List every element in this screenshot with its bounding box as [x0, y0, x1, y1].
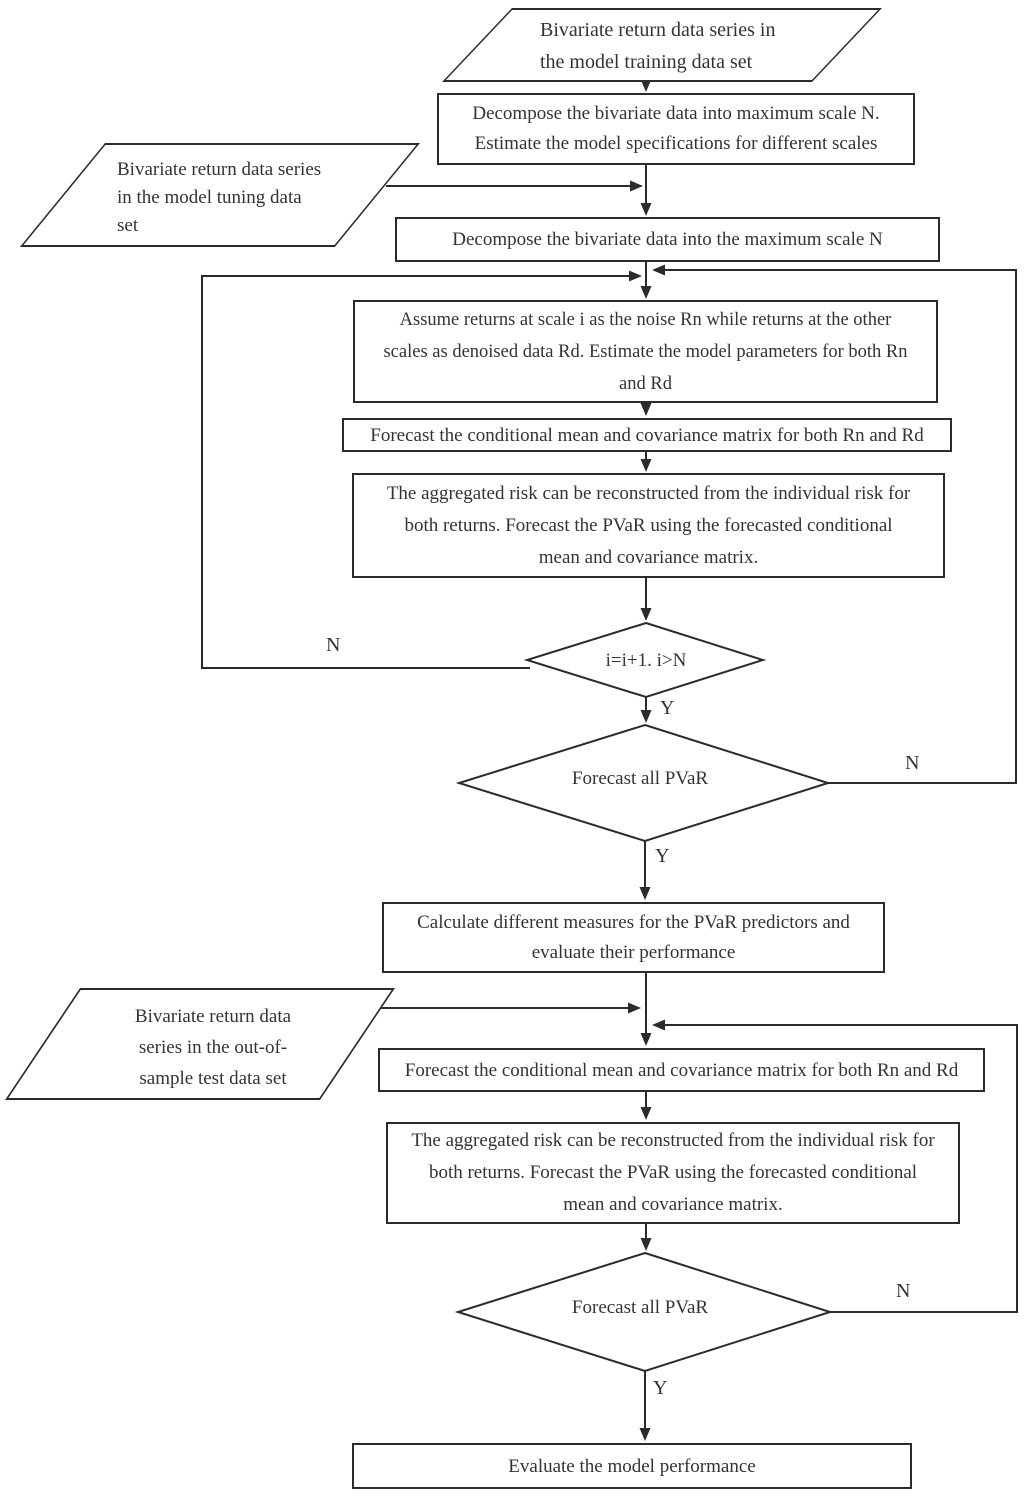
- training-input-label: Bivariate return data series in the mode…: [540, 19, 776, 73]
- test-input-label: Bivariate return data series in the out-…: [134, 1006, 292, 1089]
- node-calculate-measures-box: Calculate different measures for the PVa…: [382, 902, 885, 973]
- edge-label-pvar2-yes: Y: [653, 1377, 668, 1399]
- edge-label-scale-decision-yes: Y: [660, 697, 675, 719]
- node-decompose-tuning-box: Decompose the bivariate data into the ma…: [395, 217, 940, 262]
- node-scale-decision-diamond: [523, 621, 767, 699]
- node-aggregated-risk-1-box: The aggregated risk can be reconstructed…: [352, 473, 945, 578]
- node-evaluate-performance-box: Evaluate the model performance: [352, 1443, 912, 1489]
- edge-label-pvar2-no: N: [896, 1280, 911, 1302]
- node-assume-returns-box: Assume returns at scale i as the noise R…: [353, 300, 938, 403]
- node-decompose-training-box: Decompose the bivariate data into maximu…: [437, 93, 915, 165]
- node-aggregated-risk-2-box: The aggregated risk can be reconstructed…: [386, 1122, 960, 1224]
- forecast-all-pvar-1-label: Forecast all PVaR: [571, 768, 709, 789]
- node-forecast-all-pvar-2-diamond: [454, 1251, 834, 1373]
- edge-label-scale-decision-no: N: [326, 634, 341, 656]
- node-forecast-all-pvar-1-diamond: [455, 723, 832, 843]
- scale-decision-label: i=i+1. i>N: [605, 650, 687, 671]
- forecast-all-pvar-2-label: Forecast all PVaR: [571, 1297, 709, 1318]
- edge-label-pvar1-no: N: [905, 752, 920, 774]
- edge-label-pvar1-yes: Y: [655, 845, 670, 867]
- arrowheads: [628, 79, 665, 1441]
- tuning-input-label: Bivariate return data series in the mode…: [117, 159, 322, 236]
- node-forecast-conditional-1-box: Forecast the conditional mean and covari…: [342, 418, 952, 452]
- node-forecast-conditional-2-box: Forecast the conditional mean and covari…: [378, 1048, 985, 1092]
